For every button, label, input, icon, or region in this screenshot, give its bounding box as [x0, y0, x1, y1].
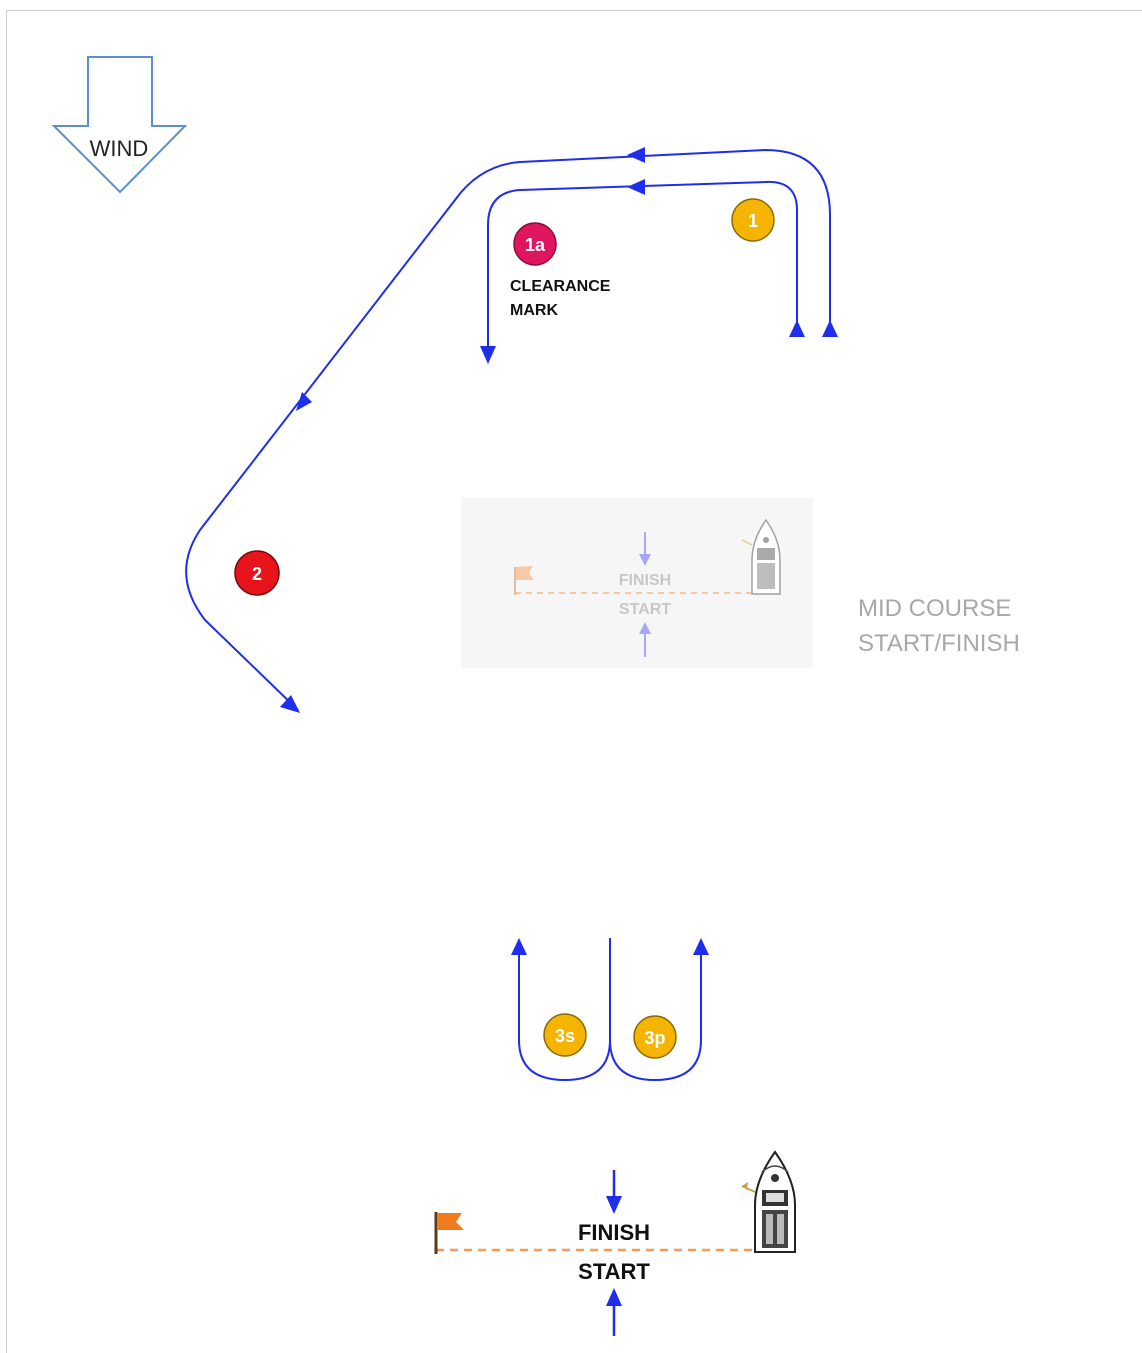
gate-lines	[518, 938, 702, 1082]
mid-start-label: START	[619, 601, 671, 618]
clearance-label-line1: CLEARANCE	[510, 278, 611, 295]
svg-text:1a: 1a	[525, 235, 546, 255]
committee-boat	[741, 1150, 796, 1253]
mid-course-note-line1: MID COURSE	[858, 595, 1011, 622]
mark-2: 2	[234, 550, 280, 596]
main-start-finish: FINISH START	[434, 1150, 796, 1336]
mark-1a: 1a	[513, 222, 557, 266]
mid-committee-boat	[741, 518, 781, 595]
mid-course-note-line2: START/FINISH	[858, 630, 1020, 657]
main-start-label: START	[578, 1259, 650, 1284]
svg-text:2: 2	[252, 564, 262, 584]
course-arrowheads	[280, 147, 838, 713]
mid-course-panel: FINISH START	[461, 498, 813, 668]
mark-1: 1	[731, 198, 775, 242]
course-line-outer	[185, 148, 831, 711]
wind-label: WIND	[90, 136, 149, 161]
mark-3s: 3s	[543, 1013, 587, 1057]
mid-finish-label: FINISH	[619, 572, 671, 589]
svg-text:3p: 3p	[644, 1028, 665, 1048]
mark-3p: 3p	[633, 1015, 677, 1059]
frame-border	[6, 10, 1142, 1353]
clearance-label-line2: MARK	[510, 302, 558, 319]
pin-flag	[434, 1212, 464, 1254]
svg-text:1: 1	[748, 211, 758, 231]
gate-arrowheads	[511, 938, 709, 955]
svg-text:3s: 3s	[555, 1026, 575, 1046]
main-finish-label: FINISH	[578, 1220, 650, 1245]
wind-arrow: WIND	[51, 56, 188, 194]
